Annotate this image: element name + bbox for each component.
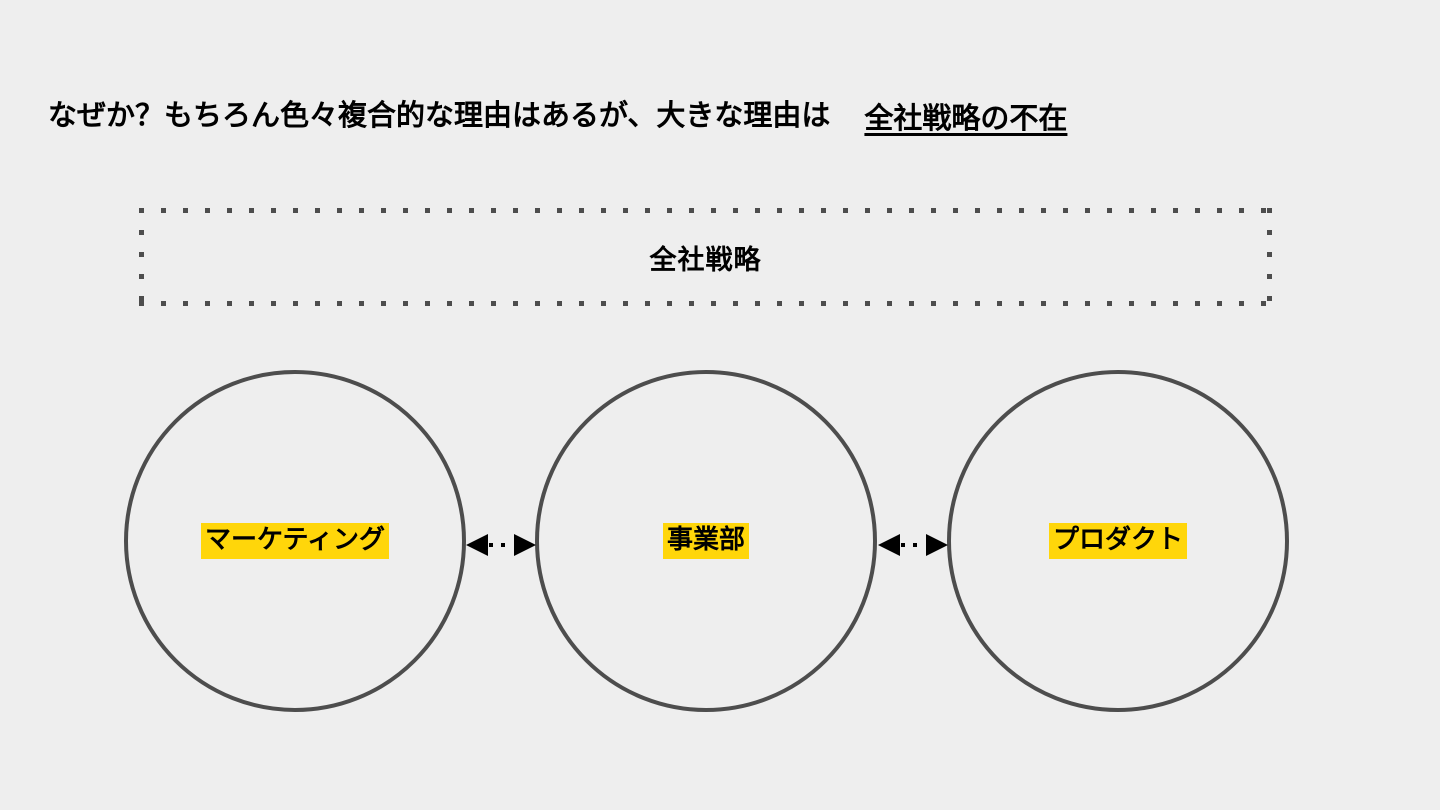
strategy-band: 全社戦略 (139, 208, 1272, 306)
dotted-line (489, 543, 513, 547)
page-title-lead: なぜか？もちろん色々複合的な理由はあるが、大きな理由は (48, 98, 831, 133)
arrow-right-icon (926, 534, 948, 556)
arrow-right-icon (514, 534, 536, 556)
strategy-band-label: 全社戦略 (649, 244, 762, 276)
circle-label-marketing: マーケティング (201, 522, 389, 560)
arrow-left-icon (878, 534, 900, 556)
circle-label-product: プロダクト (1048, 522, 1187, 560)
arrow-left-icon (466, 534, 488, 556)
circle-label-business: 事業部 (662, 522, 749, 560)
circle-node-business: 事業部 (535, 370, 877, 712)
circle-node-marketing: マーケティング (124, 370, 466, 712)
connector-marketing-business (466, 532, 536, 558)
circle-node-product: プロダクト (947, 370, 1289, 712)
dotted-line (901, 543, 925, 547)
connector-business-product (878, 532, 948, 558)
page-title: なぜか？もちろん色々複合的な理由はあるが、大きな理由は 全社戦略の不在 (48, 92, 1388, 140)
page-title-emphasis: 全社戦略の不在 (864, 101, 1068, 135)
